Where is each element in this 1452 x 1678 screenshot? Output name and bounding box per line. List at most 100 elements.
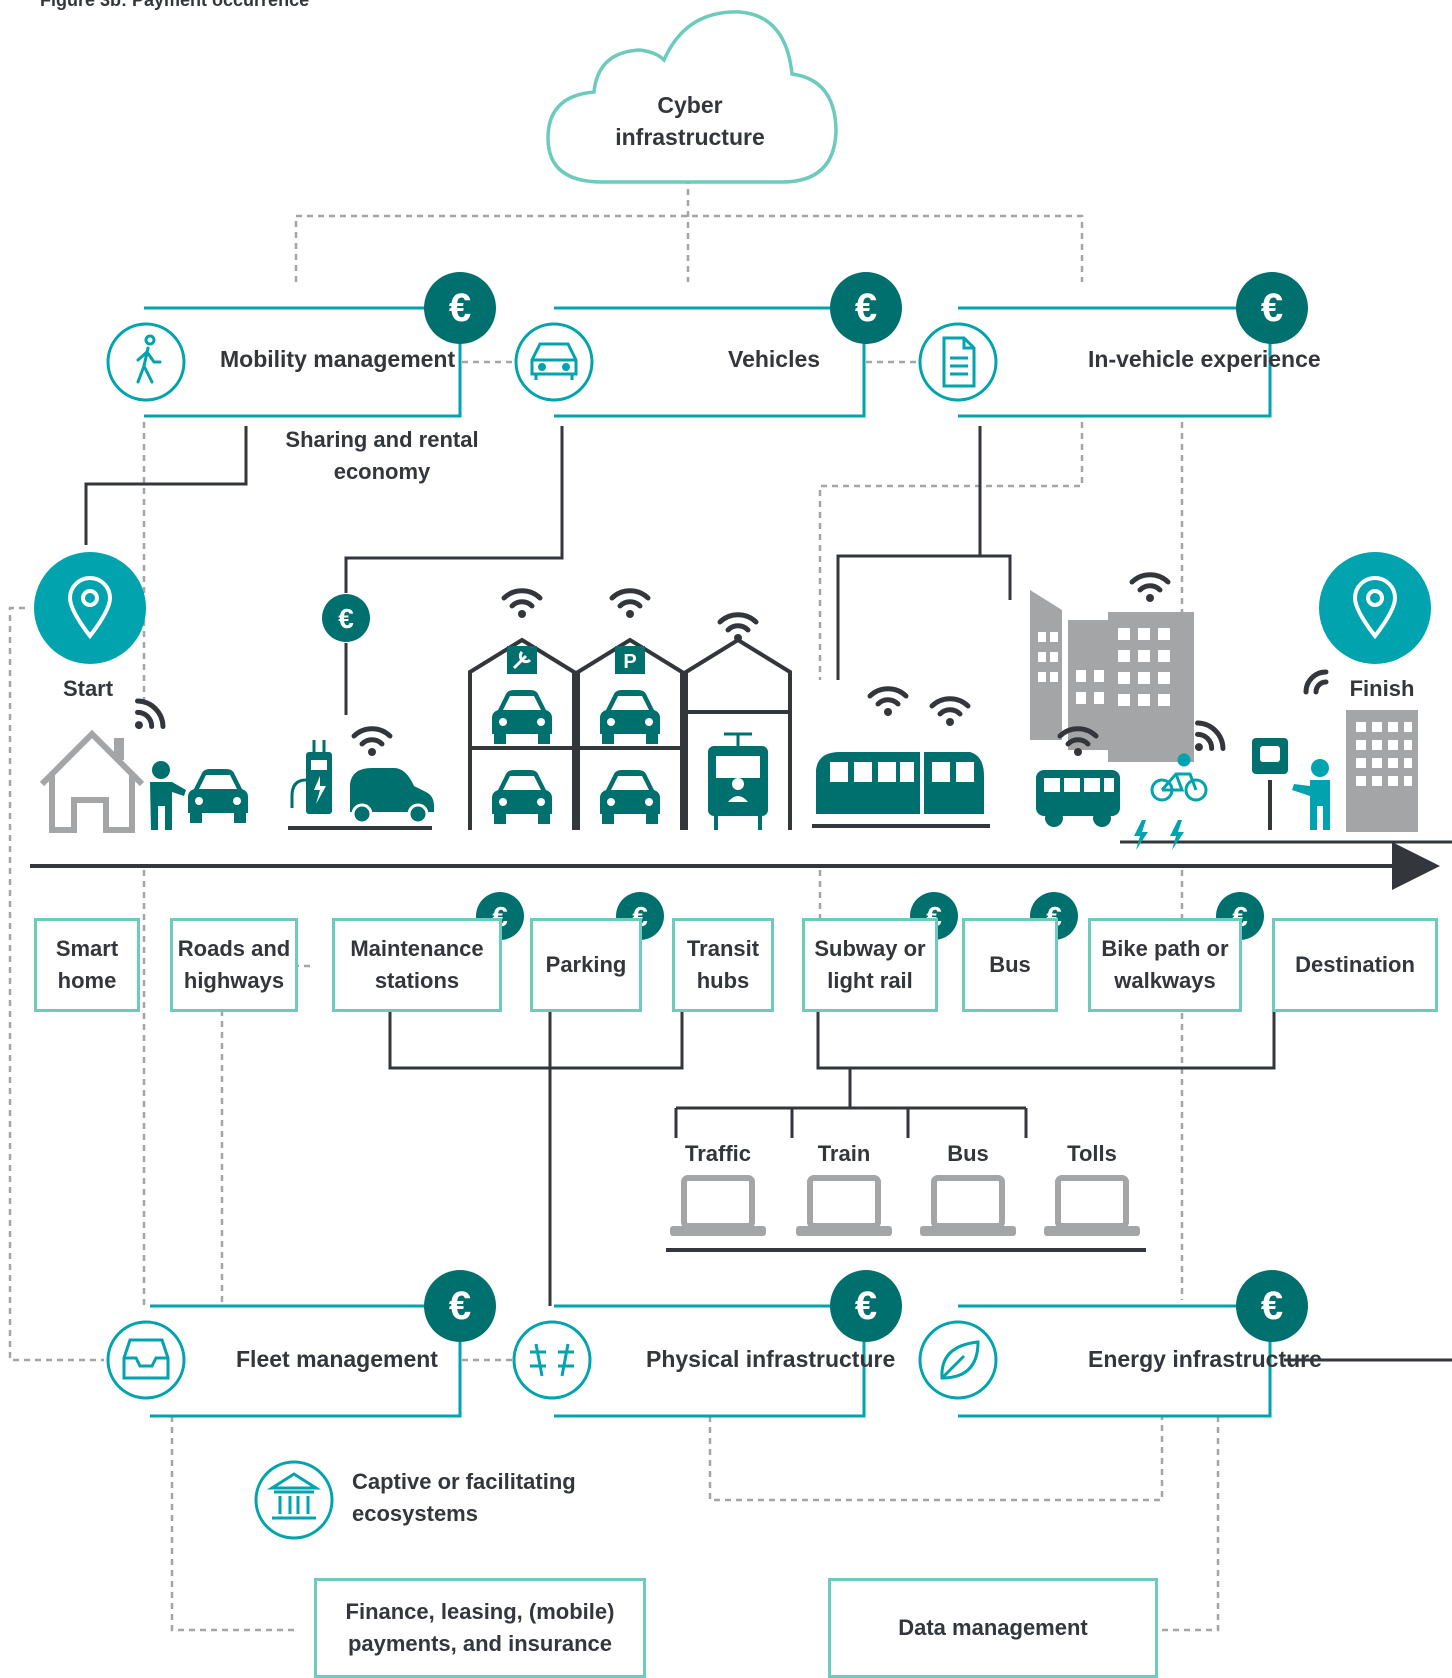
tram-icon (708, 732, 768, 830)
euro-badge (424, 1270, 496, 1342)
node-physical-infrastructure (512, 1270, 902, 1418)
finish-label: Finish (1350, 676, 1415, 701)
laptop-icons (666, 1178, 1146, 1252)
parking-sign: P (623, 651, 636, 673)
sharing-rental-label-line2: economy (334, 459, 431, 484)
wifi-icon (720, 615, 756, 642)
wifi-icon (123, 696, 168, 741)
euro-badge (830, 1270, 902, 1342)
category-line2: home (57, 968, 117, 993)
category-line1: Bike path or (1101, 936, 1229, 961)
category-line1: Parking (545, 952, 627, 977)
car-icon (188, 769, 248, 823)
node-label-physical-infrastructure: Physical infrastructure (646, 1346, 896, 1372)
node-vehicles (514, 272, 902, 418)
category-line1: Maintenance (350, 936, 484, 961)
captive-line1: Captive or facilitating (352, 1469, 576, 1494)
finish-pin (1319, 552, 1431, 664)
car-icon (492, 690, 552, 744)
node-in-vehicle-experience (918, 272, 1308, 418)
category-parking: Parking (530, 918, 642, 1012)
category-line1: Roads and (177, 936, 291, 961)
node-energy-infrastructure (918, 1270, 1308, 1418)
category-maintenance-stations: Maintenance stations (332, 918, 502, 1012)
captive-ecosystems-label: Captive or facilitating ecosystems (352, 1466, 576, 1530)
category-roads-highways: Roads and highways (170, 918, 298, 1012)
leaf-icon (940, 1340, 980, 1380)
node-label-mobility-management: Mobility management (220, 346, 456, 372)
walking-person-icon (136, 334, 162, 384)
laptop-label-train: Train (817, 1141, 871, 1166)
figure-title: Figure 3b: Payment occurrence (40, 0, 310, 10)
start-label: Start (63, 676, 114, 701)
laptop-tolls-icon (1044, 1178, 1140, 1236)
euro-badge (1236, 1270, 1308, 1342)
laptop-label-traffic: Traffic (684, 1141, 752, 1166)
node-label-vehicles: Vehicles (728, 346, 821, 372)
start-pin (34, 552, 146, 664)
train-icon (816, 752, 984, 814)
car-icon (600, 690, 660, 744)
category-line2: highways (183, 968, 285, 993)
cyclist-icon (1150, 753, 1208, 802)
bank-building-icon (254, 1460, 334, 1540)
document-icon (942, 336, 976, 388)
finance-leasing-box: Finance, leasing, (mobile)payments, and … (314, 1578, 646, 1678)
category-bus: Bus (962, 918, 1058, 1012)
wifi-icon (1132, 575, 1168, 602)
inbox-tray-icon (122, 1338, 170, 1380)
node-label-fleet-management: Fleet management (236, 1346, 438, 1372)
euro-badge (1236, 272, 1308, 344)
category-line1: Transit (686, 936, 760, 961)
electric-car-icon (350, 768, 434, 825)
cloud-label-line1: Cyber (657, 92, 722, 118)
category-line1: Bus (989, 952, 1031, 977)
node-label-in-vehicle-experience: In-vehicle experience (1088, 346, 1321, 372)
cyber-infrastructure-cloud: Cyber infrastructure (546, 10, 838, 184)
category-line2: hubs (696, 968, 750, 993)
data-management-box: Data management (828, 1578, 1158, 1678)
city-buildings-icon (1030, 590, 1194, 762)
person-icon (1292, 759, 1330, 830)
euro-badge (830, 272, 902, 344)
category-destination: Destination (1272, 918, 1438, 1012)
cloud-label-line2: infrastructure (615, 124, 765, 150)
euro-badge (322, 594, 370, 642)
bus-icon (1036, 770, 1120, 827)
solid-connectors (84, 426, 1452, 1362)
wrench-icon (512, 650, 532, 670)
category-line1: Subway or (814, 936, 926, 961)
person-icon (150, 761, 186, 830)
category-line2: walkways (1114, 968, 1216, 993)
node-mobility-management (106, 272, 496, 418)
laptop-train-icon (796, 1178, 892, 1236)
wifi-icon (354, 729, 390, 756)
category-line1: Destination (1295, 952, 1415, 977)
home-icon (39, 729, 145, 833)
category-line2: stations (374, 968, 460, 993)
car-icon (492, 770, 552, 824)
euro-badge (424, 272, 496, 344)
wifi-icon (504, 591, 540, 618)
finance-line1: Finance, leasing, (mobile) (345, 1599, 615, 1624)
category-smart-home: Smart home (34, 918, 140, 1012)
wifi-icon (932, 699, 968, 726)
node-label-energy-infrastructure: Energy infrastructure (1088, 1346, 1322, 1372)
sharing-rental-label-line1: Sharing and rental (285, 427, 478, 452)
laptop-bus-icon (920, 1178, 1016, 1236)
captive-line2: ecosystems (352, 1501, 478, 1526)
node-fleet-management (106, 1270, 496, 1418)
laptop-label-tolls: Tolls (1067, 1141, 1117, 1166)
car-icon (600, 770, 660, 824)
wifi-icon (612, 591, 648, 618)
category-line1: Smart (55, 936, 119, 961)
category-transit-hubs: Transit hubs (672, 918, 774, 1012)
laptop-label-bus: Bus (947, 1141, 989, 1166)
category-bike-path-walkways: Bike path or walkways (1088, 918, 1242, 1012)
wifi-icon (870, 689, 906, 716)
bus-stop-sign-icon (1252, 738, 1288, 830)
destination-building-icon (1346, 710, 1418, 832)
laptop-traffic-icon (670, 1178, 766, 1236)
ev-charger-icon (290, 740, 332, 814)
